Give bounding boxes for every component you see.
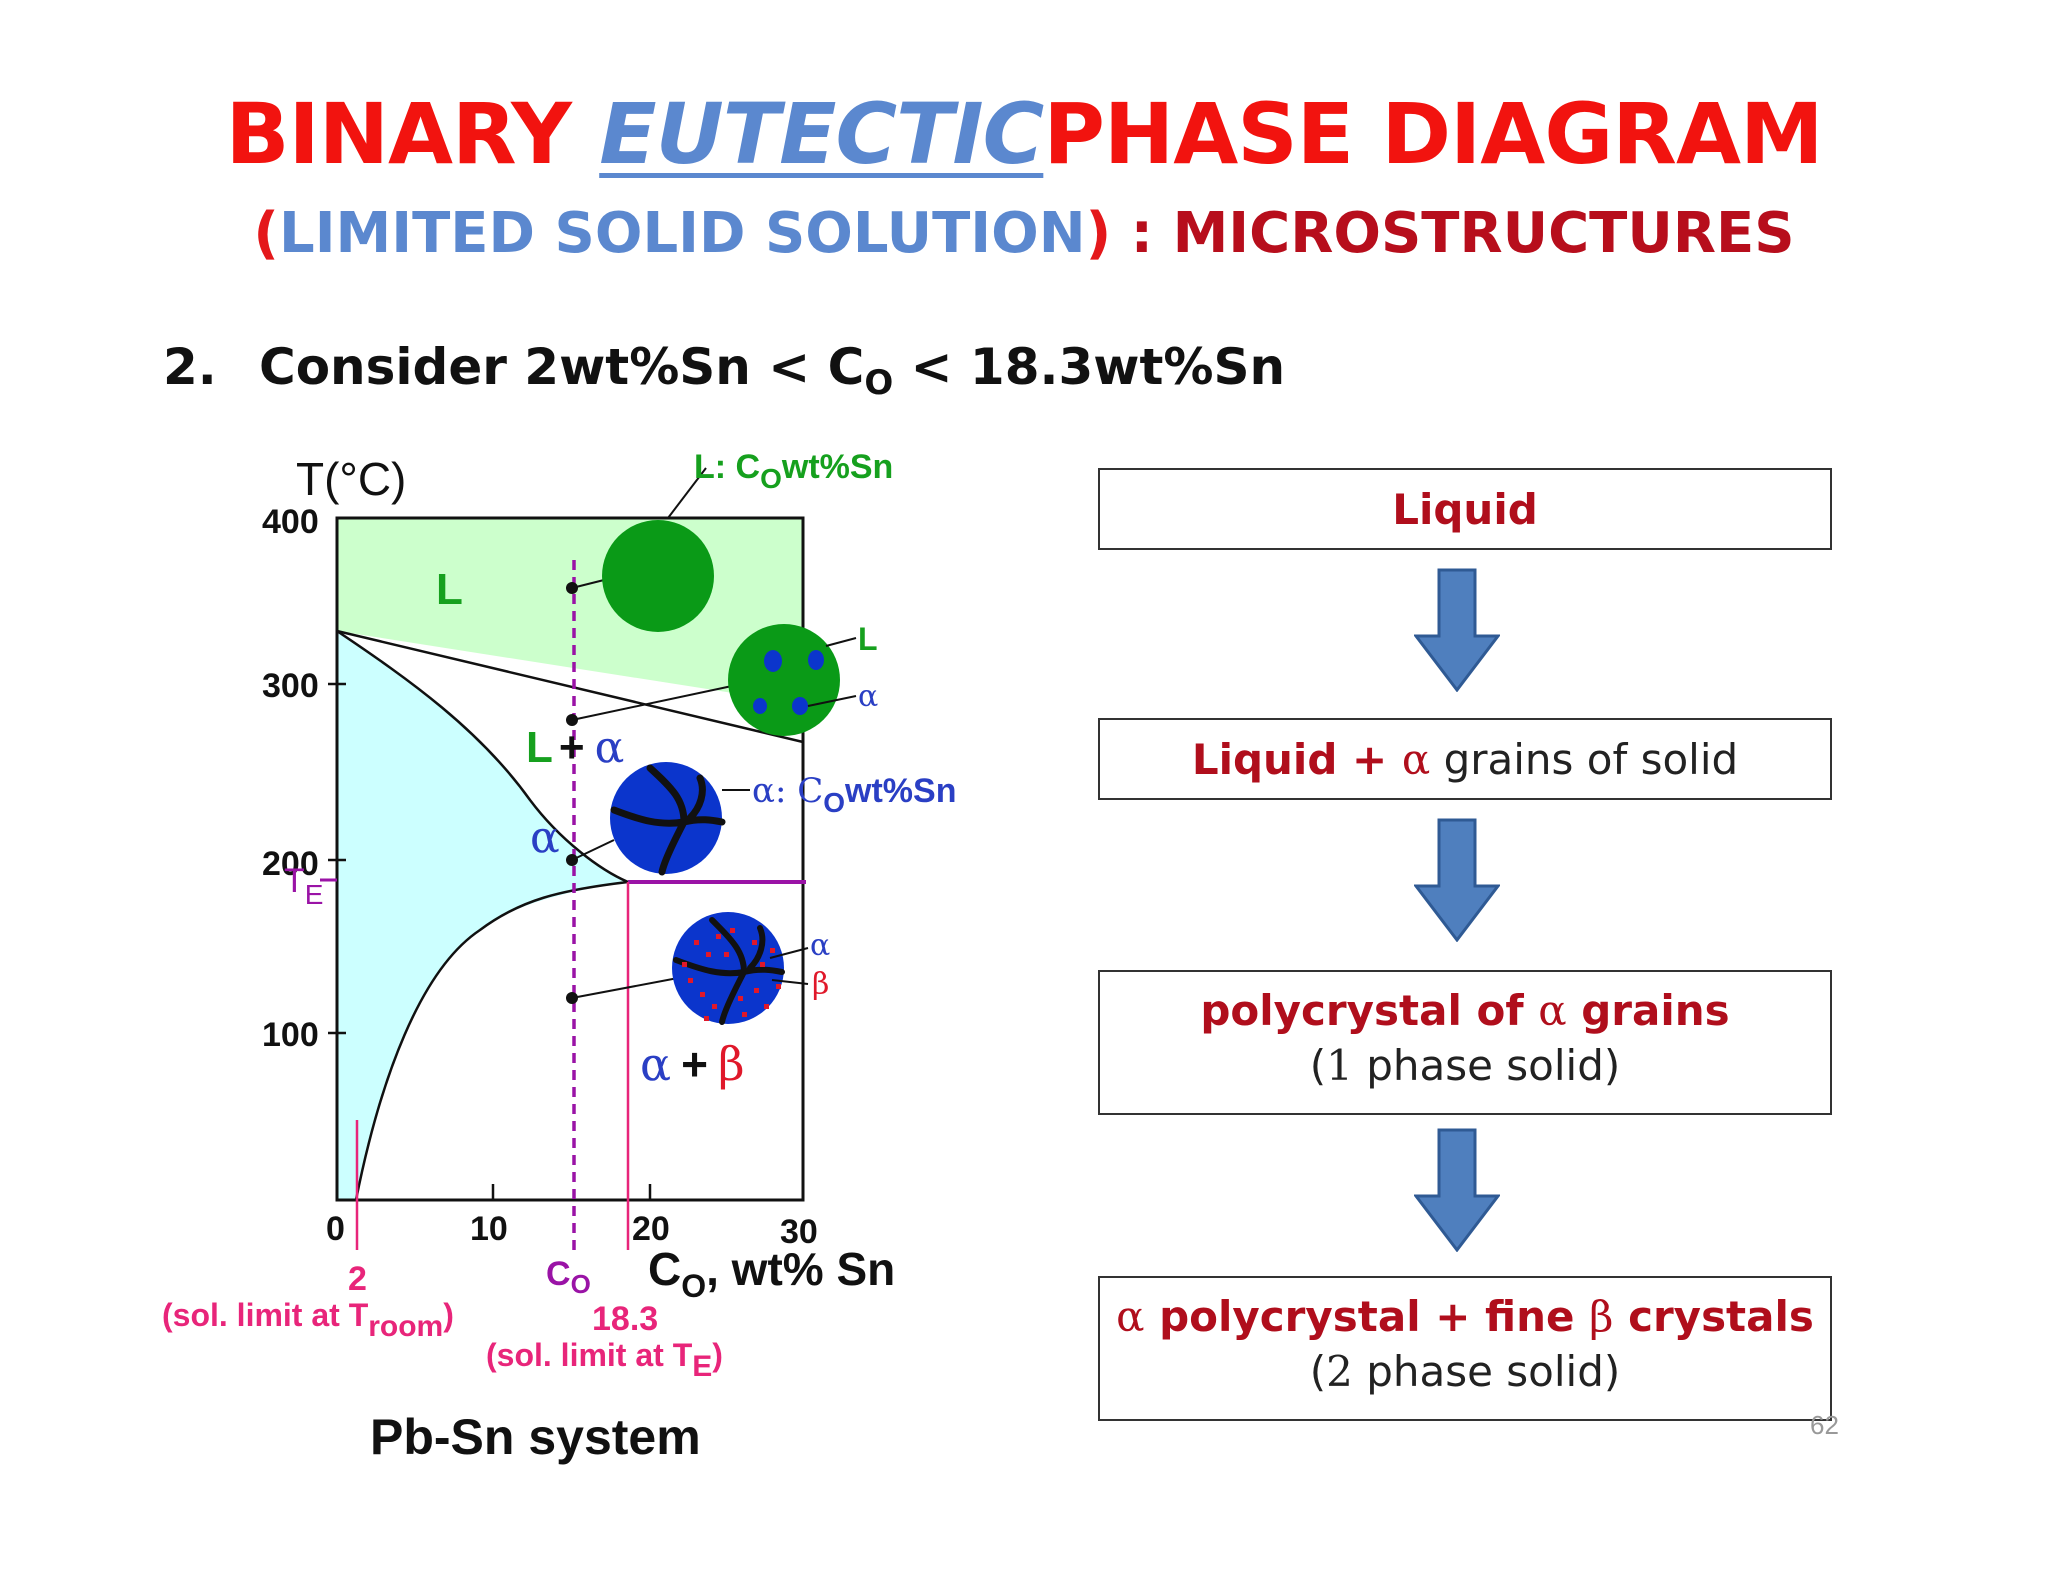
page-number: 62: [1810, 1410, 1839, 1440]
subtitle-limited: LIMITED SOLID SOLUTION: [279, 201, 1086, 266]
down-arrow-2: [1414, 818, 1500, 942]
x-tick-label-20: 20: [632, 1210, 670, 1248]
callout-alpha: α: COwt%Sn: [752, 771, 956, 818]
y-tick-label-300: 300: [262, 667, 319, 705]
x-tick-label-10: 10: [470, 1210, 508, 1248]
callout-alpha2: α: [858, 679, 878, 714]
x-tick-label-30: 30: [780, 1213, 818, 1251]
subtitle-close-paren: ): [1085, 201, 1112, 266]
flow-box-polycrystal: polycrystal of α grains (1 phase solid): [1098, 970, 1832, 1115]
title-binary: BINARY: [225, 85, 600, 183]
region-l-label: L: [436, 565, 463, 614]
micro-l-alpha: [728, 624, 840, 736]
mark-2: 2: [348, 1260, 367, 1298]
mark-183-note: (sol. limit at TE): [486, 1337, 723, 1383]
flow-box-liquid: Liquid: [1098, 468, 1832, 550]
flow-l-alpha-red: Liquid +: [1191, 735, 1402, 784]
down-arrow-3: [1414, 1128, 1500, 1252]
consider-statement: 2.Consider 2wt%Sn < CO < 18.3wt%Sn: [163, 342, 1285, 400]
y-axis-title: T(°C): [296, 453, 406, 505]
flow-poly-line1: polycrystal of α grains: [1200, 986, 1730, 1035]
flow-ab-line1: α polycrystal + fine β crystals: [1116, 1292, 1814, 1341]
mark-co: CO: [546, 1255, 591, 1299]
callout-alpha4: α: [810, 928, 830, 963]
te-label: TE: [284, 862, 323, 910]
consider-text-b: < 18.3wt%Sn: [893, 338, 1286, 396]
liquidus-line: [336, 629, 804, 744]
flow-ab-line2: (2 phase solid): [1309, 1346, 1621, 1396]
mark-183: 18.3: [592, 1300, 658, 1338]
down-arrow-1: [1414, 568, 1500, 692]
title-phase-diagram: PHASE DIAGRAM: [1043, 85, 1823, 183]
y-tick-label-400: 400: [262, 503, 319, 541]
slide-subtitle: (LIMITED SOLID SOLUTION) : MICROSTRUCTUR…: [0, 206, 2048, 262]
flow-box-liquid-alpha: Liquid + α grains of solid: [1098, 718, 1832, 800]
consider-text-a: Consider 2wt%Sn < C: [259, 338, 865, 396]
region-alpha-label: α: [530, 812, 560, 863]
flow-poly-line2: (1 phase solid): [1309, 1040, 1621, 1090]
alpha-grain-4: [792, 697, 808, 715]
subtitle-colon: :: [1111, 201, 1173, 266]
slide-title: BINARY EUTECTICPHASE DIAGRAM: [0, 92, 2048, 176]
grain-boundaries-alpha: [610, 764, 726, 876]
micro-alpha: [610, 762, 722, 874]
solvus-line: [354, 880, 629, 1201]
leader-callout-l: [667, 467, 707, 519]
alpha-region: [337, 631, 626, 1200]
region-l-alpha-label: L+α: [526, 722, 624, 773]
subtitle-open-paren: (: [253, 201, 280, 266]
flow-liquid-text: Liquid: [1392, 485, 1538, 534]
leader-l2: [825, 637, 857, 647]
solidus-line: [336, 629, 629, 884]
consider-sub: O: [864, 363, 894, 403]
subtitle-microstructures: MICROSTRUCTURES: [1172, 201, 1795, 266]
grain-boundaries-alpha-beta: [673, 917, 785, 1025]
y-tick-label-100: 100: [262, 1016, 319, 1054]
flow-l-alpha-greek: α: [1401, 735, 1431, 784]
callout-liquid: L: COwt%Sn: [694, 448, 893, 494]
x-axis-title: CO, wt% Sn: [648, 1243, 895, 1304]
leader-alpha2: [807, 695, 857, 707]
beta-particles: [682, 928, 781, 1021]
leader-l-alpha: [571, 685, 733, 721]
callout-l2: L: [858, 621, 878, 657]
title-eutectic: EUTECTIC: [599, 85, 1044, 183]
alpha-grain-2: [808, 650, 824, 670]
x-tick-label-0: 0: [326, 1210, 345, 1248]
flow-l-alpha-rest: grains of solid: [1430, 735, 1739, 784]
alpha-grain-3: [753, 698, 767, 714]
leader-alpha4: [769, 947, 809, 959]
leader-alpha: [571, 839, 615, 861]
leader-beta4: [771, 979, 809, 985]
region-alpha-beta-label: α+β: [640, 1037, 745, 1091]
micro-liquid: [602, 520, 714, 632]
y-tick-label-200: 200: [262, 845, 319, 883]
mark-2-note: (sol. limit at Troom): [162, 1297, 454, 1343]
consider-number: 2.: [163, 338, 217, 396]
flow-box-alpha-beta: α polycrystal + fine β crystals (2 phase…: [1098, 1276, 1832, 1421]
alpha-grain-1: [764, 650, 782, 672]
callout-beta4: β: [812, 967, 829, 1002]
diagram-caption: Pb-Sn system: [370, 1409, 701, 1465]
leader-alpha-beta: [571, 977, 679, 999]
